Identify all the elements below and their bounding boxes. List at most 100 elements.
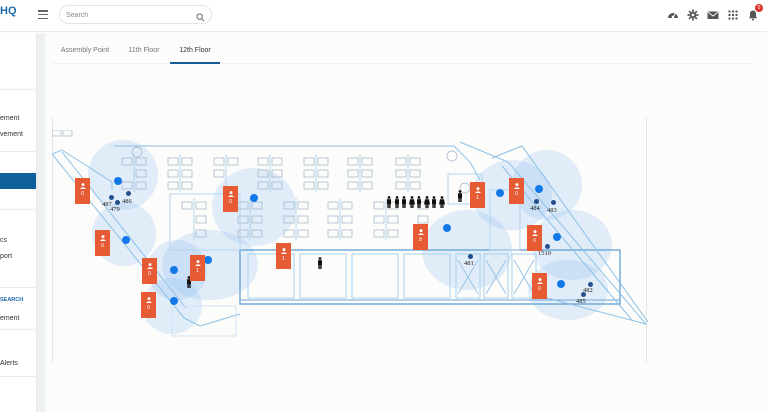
person-icon — [531, 230, 538, 236]
menu-toggle-button[interactable] — [38, 10, 48, 20]
sidebar-item-analytics[interactable]: cs — [0, 237, 7, 244]
sidebar-item-active[interactable] — [0, 173, 36, 189]
network-node[interactable] — [581, 292, 586, 297]
brand-logo[interactable]: HQ — [0, 5, 17, 17]
beacon-dot[interactable] — [553, 233, 561, 241]
zone-occupancy-marker[interactable]: 0 — [141, 292, 156, 318]
zone-occupancy-marker[interactable]: 1 — [190, 255, 205, 281]
top-bar: HQ 0 — [0, 0, 767, 32]
person-icon — [99, 235, 106, 241]
sidebar-item-alerts[interactable]: Alerts — [0, 360, 18, 367]
person-icon — [227, 191, 234, 197]
node-label: 479 — [110, 206, 120, 213]
notifications-bell-icon[interactable]: 0 — [747, 4, 763, 21]
divider — [0, 329, 36, 330]
sidebar-item-report[interactable]: port — [0, 253, 13, 260]
divider — [0, 376, 36, 377]
person-icon[interactable] — [457, 190, 463, 202]
person-icon — [194, 260, 201, 266]
person-icon — [513, 183, 520, 189]
tab-12th-floor[interactable]: 12th Floor — [170, 42, 220, 64]
hamburger-line — [38, 13, 48, 16]
beacon-dot[interactable] — [535, 185, 543, 193]
network-node[interactable] — [468, 254, 473, 259]
zone-occupancy-marker[interactable]: 1 — [470, 182, 485, 208]
divider — [0, 151, 36, 152]
divider — [0, 209, 36, 210]
person-icon — [474, 187, 481, 193]
zone-occupancy-marker[interactable]: 0 — [142, 258, 157, 284]
network-node[interactable] — [534, 199, 539, 204]
person-icon[interactable] — [317, 257, 323, 269]
node-label: 482 — [583, 287, 593, 294]
beacon-dot[interactable] — [170, 266, 178, 274]
beacon-dot[interactable] — [250, 194, 258, 202]
hamburger-line — [38, 17, 48, 20]
hamburger-line — [38, 10, 48, 12]
network-node[interactable] — [588, 282, 593, 287]
zone-occupancy-marker[interactable]: 0 — [527, 225, 542, 251]
sidebar-item-management[interactable]: ement — [0, 115, 20, 122]
person-icon — [417, 229, 424, 235]
network-node[interactable] — [109, 195, 114, 200]
search-box — [59, 5, 212, 24]
person-icon[interactable] — [186, 276, 192, 288]
mail-icon[interactable] — [707, 8, 719, 20]
zone-occupancy-marker[interactable]: 0 — [95, 230, 110, 256]
person-icon — [417, 196, 421, 208]
person-icon — [79, 183, 86, 189]
node-label: 481 — [464, 260, 474, 267]
floorplan-walls — [52, 130, 649, 337]
tab-assembly-point[interactable]: Assembly Point — [60, 47, 110, 54]
sidebar-item-movement[interactable]: vement — [0, 131, 23, 138]
divider — [0, 89, 36, 90]
node-label: 483 — [547, 207, 557, 214]
person-icon — [145, 297, 152, 303]
network-node[interactable] — [126, 191, 131, 196]
node-label: 485 — [576, 298, 586, 305]
person-icon — [280, 248, 287, 254]
beacon-dot[interactable] — [557, 280, 565, 288]
zone-occupancy-marker[interactable]: 0 — [223, 186, 238, 212]
person-icon — [387, 196, 391, 208]
search-icon[interactable] — [196, 9, 205, 27]
apps-grid-icon[interactable] — [727, 8, 739, 20]
sidebar-item-search-management[interactable]: ement — [0, 315, 20, 322]
person-icon — [402, 196, 406, 208]
person-icon — [438, 196, 445, 208]
beacon-dot[interactable] — [122, 236, 130, 244]
node-label: 487 — [102, 201, 112, 208]
beacon-dot[interactable] — [170, 297, 178, 305]
sidebar: ement vement cs port SEARCH ement Alerts — [0, 33, 37, 412]
floorplan-map[interactable]: 487 479 486 481 484 483 1510 482 485 0 0… — [52, 130, 652, 350]
zone-occupancy-marker[interactable]: 0 — [75, 178, 90, 204]
network-node[interactable] — [551, 200, 556, 205]
divider — [0, 287, 36, 288]
person-icon — [146, 263, 153, 269]
beacon-dot[interactable] — [443, 224, 451, 232]
floorplan-frame — [52, 118, 647, 362]
zone-occupancy-marker[interactable]: 8 — [413, 224, 428, 250]
sidebar-section-search: SEARCH — [0, 297, 24, 303]
zone-occupancy-marker[interactable]: 0 — [509, 178, 524, 204]
node-label: 1510 — [538, 250, 551, 257]
floor-tabs: Assembly Point 11th Floor 12th Floor — [52, 42, 752, 64]
search-input[interactable] — [66, 9, 191, 21]
people-group[interactable] — [386, 196, 448, 208]
tab-11th-floor[interactable]: 11th Floor — [128, 47, 160, 54]
zone-occupancy-marker[interactable]: 0 — [532, 273, 547, 299]
beacon-dot[interactable] — [114, 177, 122, 185]
gear-icon[interactable] — [687, 8, 699, 21]
header-icons: 0 — [667, 4, 763, 21]
node-label: 486 — [122, 198, 132, 205]
person-icon — [423, 196, 430, 208]
dashboard-icon[interactable] — [667, 8, 679, 20]
sidebar-scrollbar[interactable] — [37, 33, 45, 412]
beacon-dot[interactable] — [496, 189, 504, 197]
beacon-dot[interactable] — [204, 256, 212, 264]
network-node[interactable] — [115, 200, 120, 205]
zone-occupancy-marker[interactable]: 1 — [276, 243, 291, 269]
person-icon — [536, 278, 543, 284]
beacon-range — [162, 230, 258, 300]
network-node[interactable] — [545, 244, 550, 249]
